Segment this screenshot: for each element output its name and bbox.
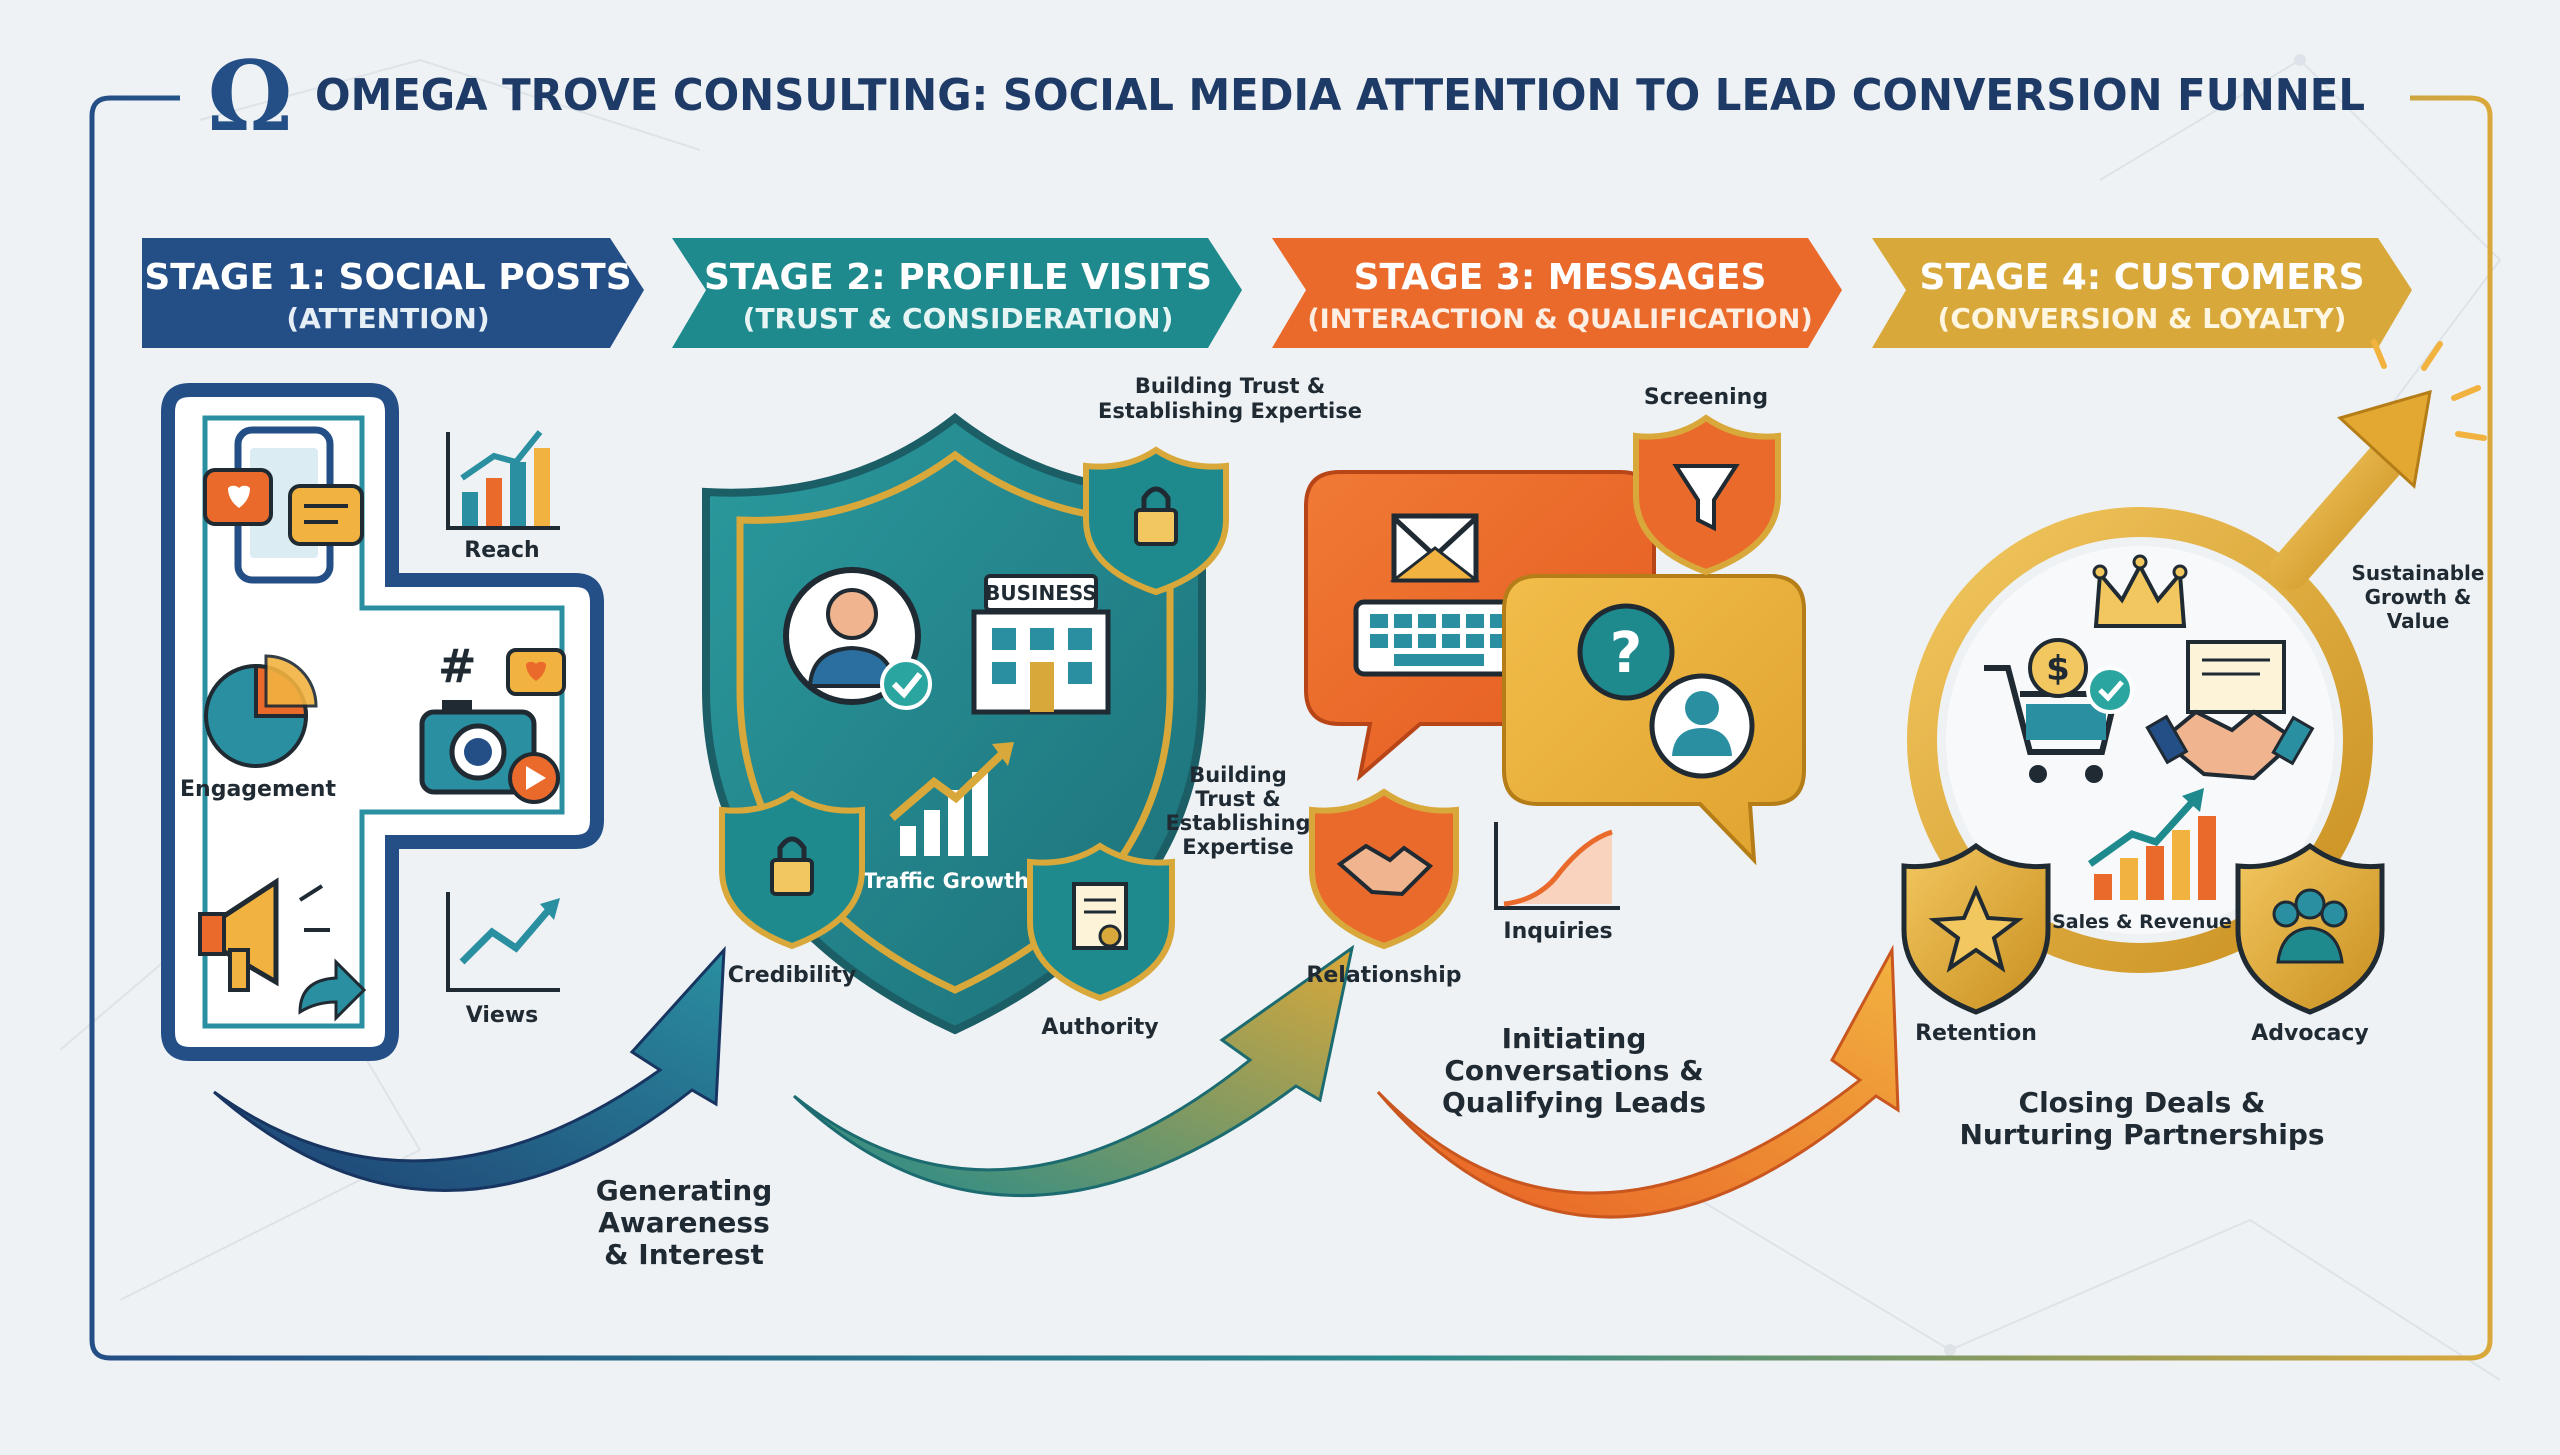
traffic-growth-label: Traffic Growth [863,869,1029,893]
stage-2-title: STAGE 2: PROFILE VISITS [704,257,1212,298]
stage-banners: STAGE 1: SOCIAL POSTS (ATTENTION) STAGE … [142,238,2412,348]
heart-bubble-icon [506,648,566,696]
trust-side-line-2: Trust & [1195,787,1281,811]
camera-icon [419,700,537,795]
video-play-icon [508,752,560,804]
trust-side-line-1: Building [1189,763,1287,787]
loyalty-ring [1907,507,2373,973]
pie-chart-icon [204,654,318,768]
stage-4-panel: Sustainable Growth & Value $ [1901,339,2487,1151]
trust-side-line-4: Expertise [1182,835,1294,859]
reach-chart-icon [446,430,560,530]
relationship-label: Relationship [1306,963,1461,988]
stage-1-caption-line-1: Generating [596,1174,773,1207]
views-label: Views [466,1003,539,1028]
advocacy-group-shield-icon [2235,842,2385,1015]
stage-2-growth-arrow [792,944,1355,1198]
stage-1-caption-line-3: & Interest [604,1238,764,1271]
verified-user-icon [783,567,932,710]
views-chart-icon [446,892,560,992]
deal-handshake-icon [2145,640,2315,781]
trust-top-line-1: Building Trust & [1135,374,1325,398]
trust-top-line-2: Establishing Expertise [1098,399,1362,423]
stage-4-caption-line-1: Closing Deals & [2019,1086,2266,1119]
megaphone-icon [198,877,330,992]
stage-3-subtitle: (INTERACTION & QUALIFICATION) [1307,304,1812,335]
traffic-growth-chart-icon [889,742,1014,856]
trust-side-line-3: Establishing [1165,811,1310,835]
inquiries-label: Inquiries [1503,919,1612,944]
reach-label: Reach [464,538,539,563]
lock-shield-icon [1083,446,1229,596]
stage-3-caption-line-2: Conversations & [1444,1054,1703,1087]
stage-1-subtitle: (ATTENTION) [286,302,489,335]
stage-banner-3: STAGE 3: MESSAGES (INTERACTION & QUALIFI… [1272,238,1842,348]
stage-banner-4: STAGE 4: CUSTOMERS (CONVERSION & LOYALTY… [1872,238,2412,348]
stage-4-caption-line-2: Nurturing Partnerships [1959,1118,2324,1151]
stage-3-caption-line-3: Qualifying Leads [1442,1086,1706,1119]
business-sign: BUSINESS [985,581,1097,605]
authority-certificate-icon [1027,842,1175,1002]
heart-chat-icon [203,468,273,526]
screening-funnel-shield-icon [1633,414,1781,576]
screening-label: Screening [1644,385,1768,410]
sustainable-line-2: Growth & [2365,585,2472,609]
sustainable-growth-arrow-icon [2270,339,2487,590]
svg-text:?: ? [1610,621,1642,686]
business-building-icon [971,574,1111,715]
retention-label: Retention [1915,1021,2037,1046]
svg-text:$: $ [2046,649,2070,689]
header: Ω OMEGA TROVE CONSULTING: SOCIAL MEDIA A… [207,40,2365,153]
credibility-shield-icon [719,790,865,950]
stage-2-panel: Building Trust & Establishing Expertise … [702,374,1362,1198]
stage-4-title: STAGE 4: CUSTOMERS [1919,257,2364,298]
customer-avatar-icon [1649,673,1755,779]
outer-frame [89,95,2493,1361]
stage-3-growth-arrow [1376,944,1900,1219]
inquiries-chart-icon [1494,822,1620,910]
sustainable-line-1: Sustainable [2352,561,2485,585]
sales-revenue-label: Sales & Revenue [2052,911,2232,933]
shopping-cart-icon: $ [1984,638,2134,783]
credibility-label: Credibility [728,963,856,988]
stage-1-panel: Reach Engagement # [161,383,773,1271]
stage-1-growth-arrow [213,945,726,1192]
retention-star-shield-icon [1901,842,2051,1015]
authority-label: Authority [1041,1015,1158,1040]
engagement-label: Engagement [180,777,336,802]
sustainable-line-3: Value [2387,609,2450,633]
email-icon [1389,513,1481,583]
question-bubble-icon: ? [1577,603,1675,701]
stage-1-caption-line-2: Awareness [598,1206,770,1239]
crown-icon [2092,554,2188,628]
sales-revenue-chart-icon [2087,788,2216,900]
stage-3-caption-line-1: Initiating [1502,1022,1647,1055]
stage-4-subtitle: (CONVERSION & LOYALTY) [1938,302,2347,335]
logo-omega-icon: Ω [207,40,292,153]
hashtag-icon: # [438,639,477,693]
stage-banner-2: STAGE 2: PROFILE VISITS (TRUST & CONSIDE… [672,238,1242,348]
relationship-handshake-icon [1309,788,1459,950]
stage-3-title: STAGE 3: MESSAGES [1354,257,1767,298]
stage-banner-1: STAGE 1: SOCIAL POSTS (ATTENTION) [142,238,644,348]
share-arrow-icon [298,958,367,1022]
message-bubble-icon [288,484,364,546]
stage-1-title: STAGE 1: SOCIAL POSTS [144,257,631,298]
page-title: OMEGA TROVE CONSULTING: SOCIAL MEDIA ATT… [315,70,2365,121]
keyboard-icon [1353,599,1519,677]
stage-3-panel: Screening ? [1304,385,1900,1219]
stage-2-subtitle: (TRUST & CONSIDERATION) [743,302,1174,335]
advocacy-label: Advocacy [2251,1021,2369,1046]
